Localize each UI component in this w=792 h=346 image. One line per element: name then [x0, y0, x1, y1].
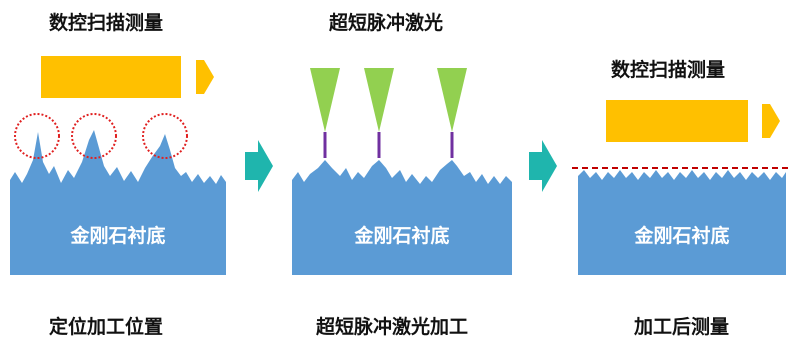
scan-bar — [606, 100, 748, 142]
step-title: 超短脉冲激光 — [329, 12, 444, 34]
laser-cone-icon — [364, 68, 394, 132]
substrate-label: 金刚石衬底 — [69, 224, 165, 247]
substrate-label: 金刚石衬底 — [633, 224, 729, 247]
target-circle — [14, 113, 60, 159]
step-title: 数控扫描测量 — [49, 12, 164, 34]
step-arrow-icon — [245, 140, 273, 192]
target-circle — [142, 113, 188, 159]
scan-bar — [41, 56, 181, 98]
panel-laser: 金刚石衬底 — [292, 68, 512, 275]
panel-measure: 金刚石衬底 — [572, 100, 790, 275]
scan-direction-arrow-icon — [762, 104, 780, 138]
laser-cone-icon — [437, 68, 467, 132]
step-title: 数控扫描测量 — [611, 59, 726, 81]
panel-locate: 金刚石衬底 — [10, 56, 226, 275]
step-caption: 定位加工位置 — [49, 316, 164, 338]
target-circle — [71, 113, 117, 159]
step-arrow-icon — [529, 140, 557, 192]
step-caption: 加工后测量 — [634, 316, 730, 338]
step-caption: 超短脉冲激光加工 — [316, 316, 469, 338]
substrate-flattened — [578, 170, 786, 275]
laser-cone-icon — [310, 68, 340, 132]
substrate-rough — [10, 130, 226, 275]
substrate-partially-cut — [292, 160, 512, 275]
substrate-label: 金刚石衬底 — [353, 224, 449, 247]
scan-direction-arrow-icon — [196, 60, 214, 94]
